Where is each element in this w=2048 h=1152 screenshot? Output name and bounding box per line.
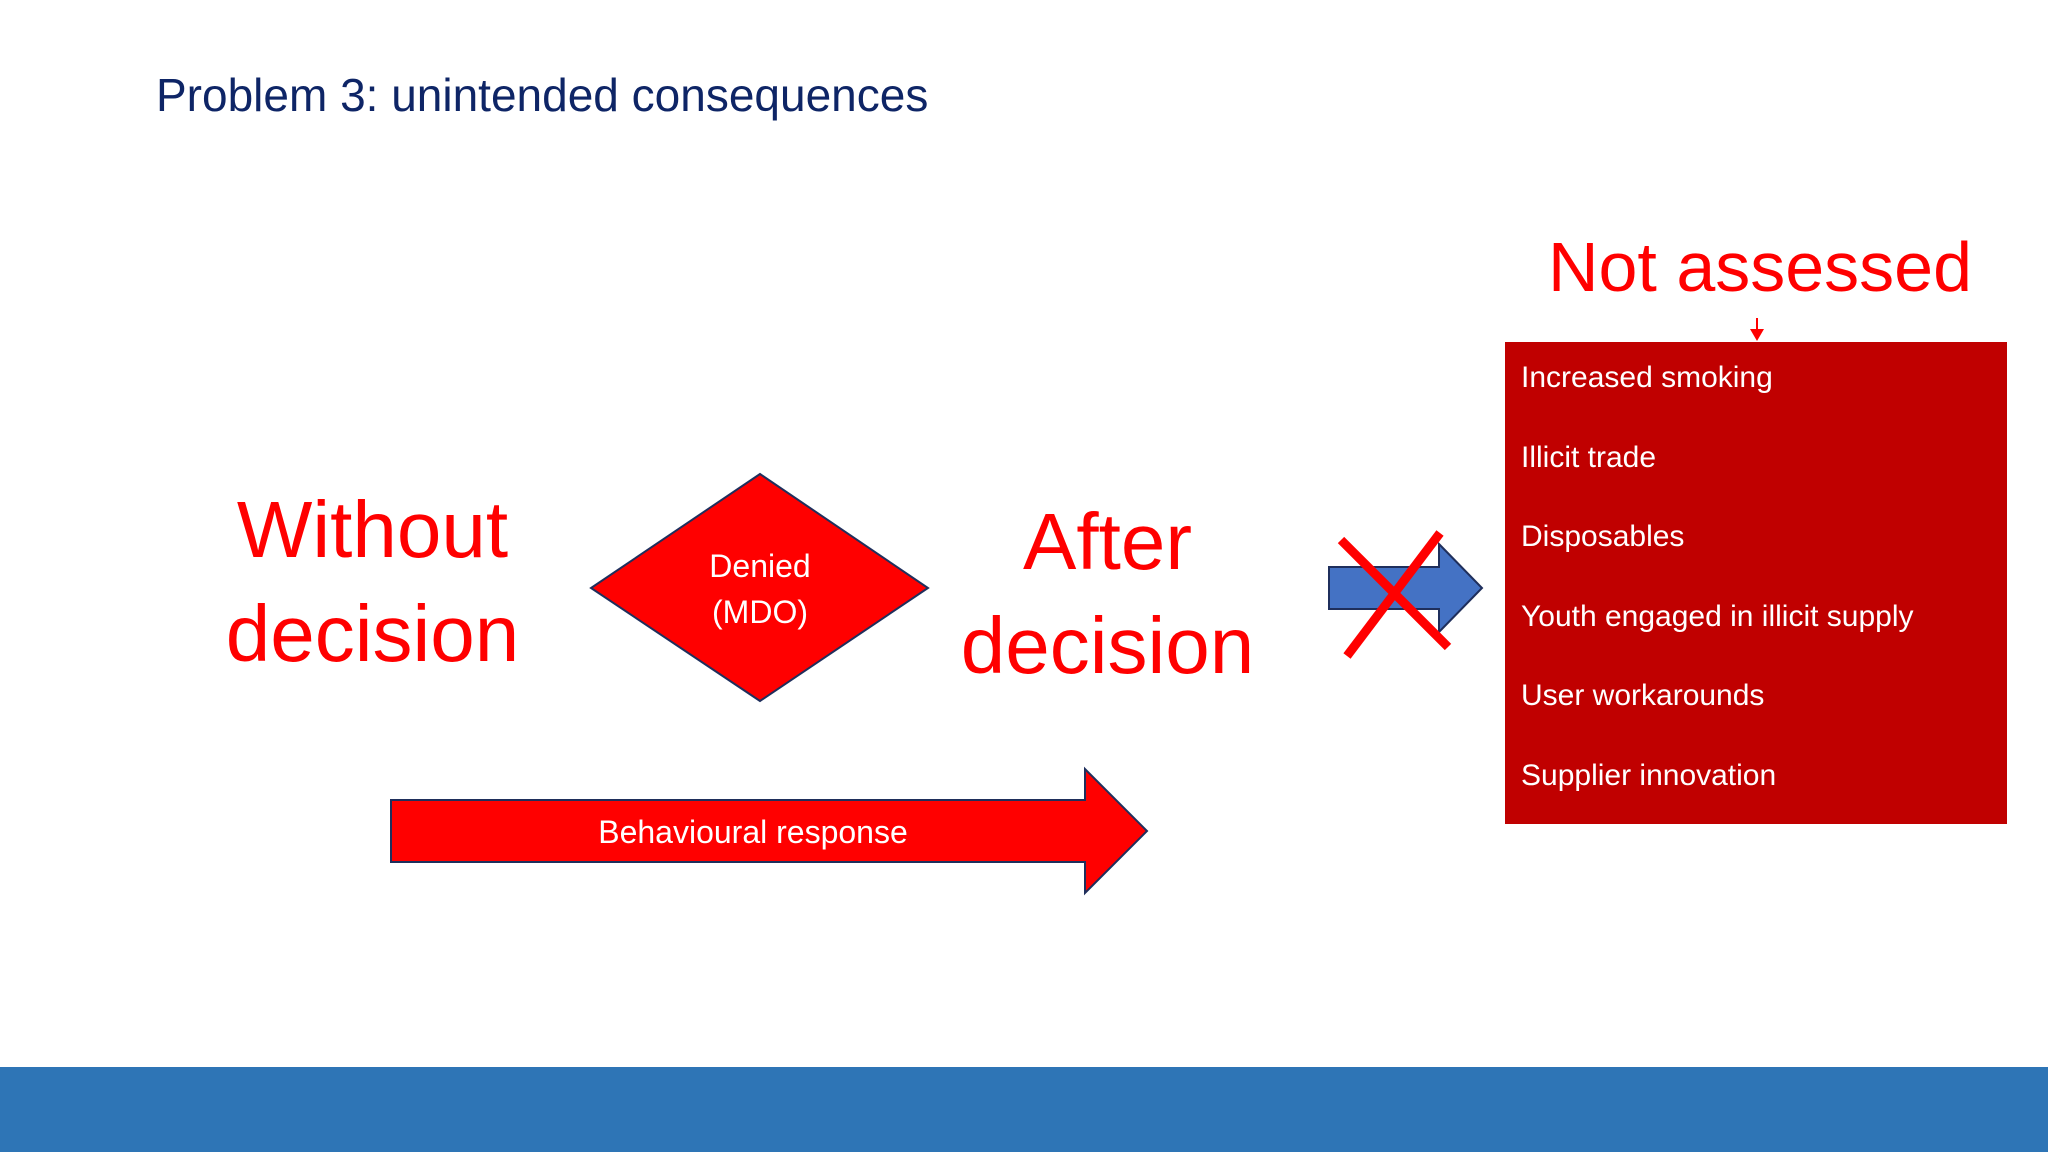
slide-title: Problem 3: unintended consequences (156, 69, 929, 121)
without-decision-line-1: Without (236, 485, 509, 574)
pointer-arrow-icon (1750, 318, 1764, 341)
consequences-box: Increased smoking Illicit trade Disposab… (1505, 342, 2007, 824)
behavioural-response-arrow (390, 766, 1149, 896)
blocked-arrow (1328, 541, 1484, 635)
consequence-item: Illicit trade (1521, 440, 1657, 474)
not-assessed-label: Not assessed (1547, 228, 1973, 306)
cross-mark-icon (1337, 530, 1452, 659)
decision-text-line-2: (MDO) (712, 594, 808, 630)
behavioural-response-label: Behavioural response (598, 814, 908, 850)
decision-text-line-1: Denied (709, 548, 810, 584)
consequence-item: Youth engaged in illicit supply (1521, 599, 1914, 633)
without-decision-label: Without decision (195, 478, 550, 686)
consequence-item: Increased smoking (1521, 361, 1773, 394)
footer-band (0, 1067, 2048, 1152)
without-decision-line-2: decision (225, 589, 520, 678)
consequence-item: Disposables (1521, 520, 1685, 553)
decision-diamond (589, 472, 930, 703)
after-decision-line-1: After (1023, 497, 1192, 586)
after-decision-label: After decision (945, 490, 1270, 698)
consequence-item: Supplier innovation (1521, 758, 1777, 792)
consequence-item: User workarounds (1521, 679, 1765, 712)
after-decision-line-2: decision (960, 601, 1255, 690)
